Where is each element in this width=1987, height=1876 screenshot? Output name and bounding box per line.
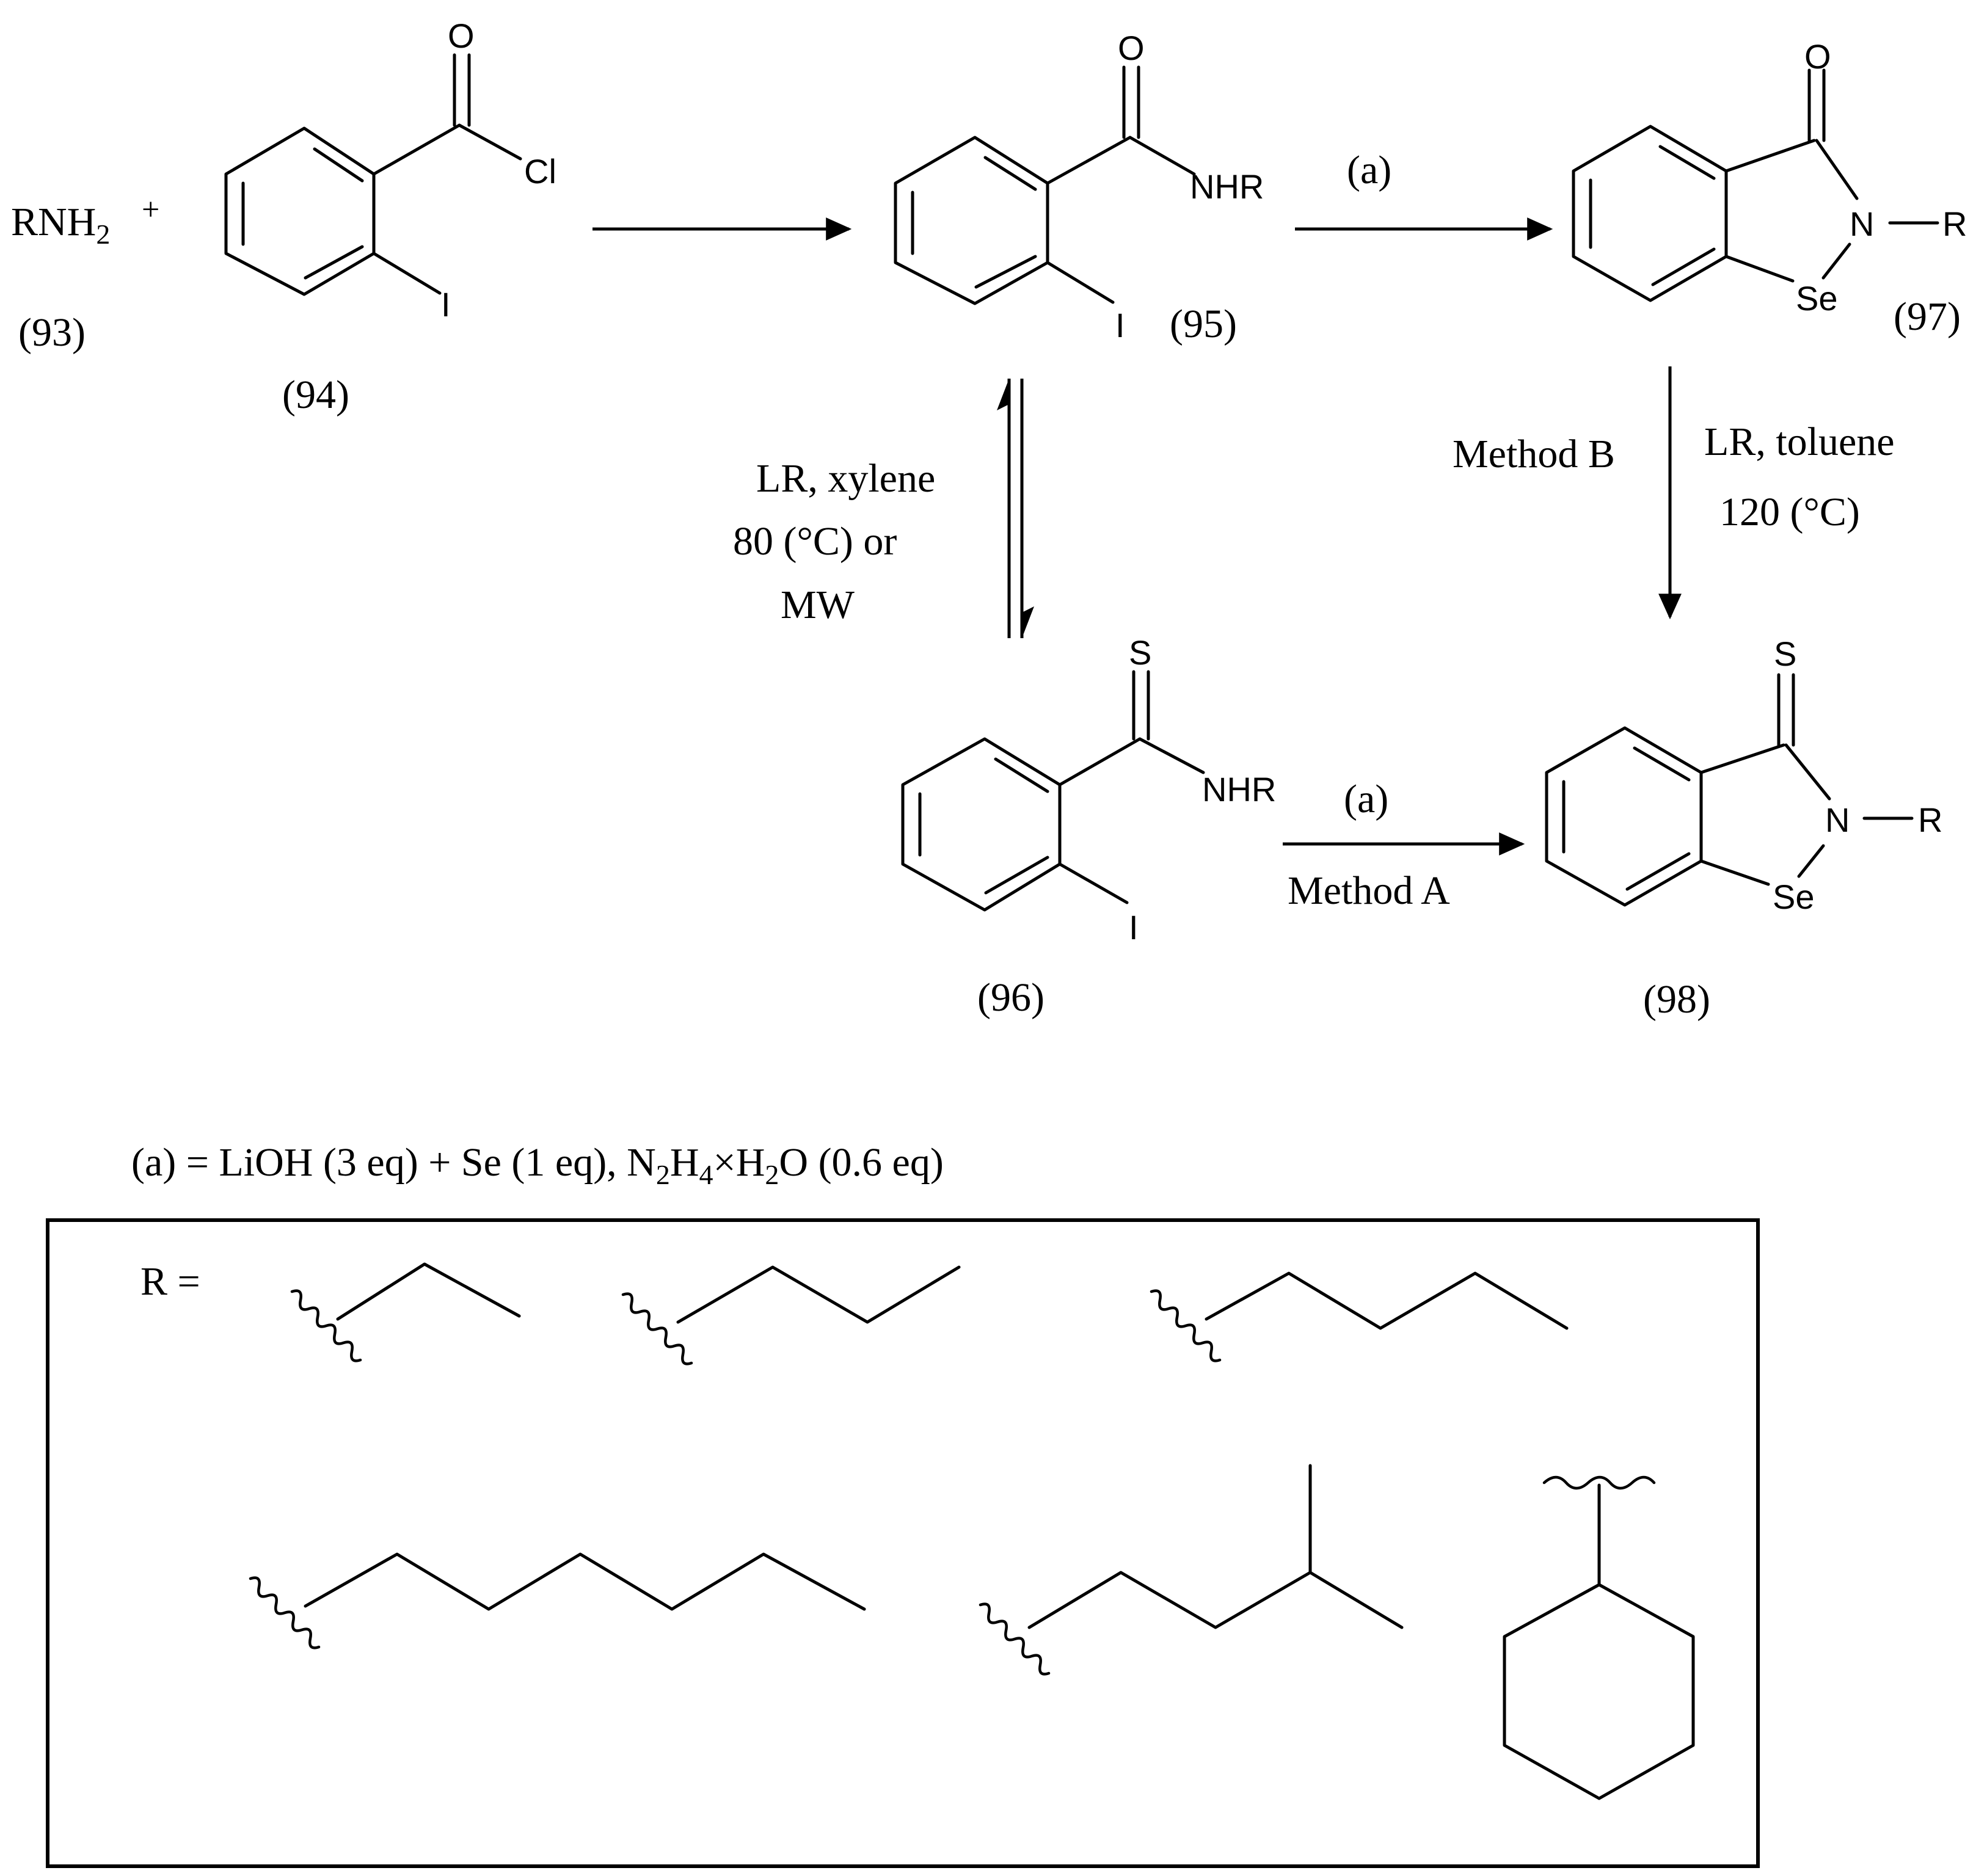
amine-subscript: 2 bbox=[96, 219, 110, 250]
atom-o: O bbox=[1118, 29, 1145, 67]
amine-reactant: RNH2 + (93) bbox=[11, 192, 159, 355]
compound-label-94: (94) bbox=[282, 373, 349, 417]
atom-se: Se bbox=[1796, 279, 1838, 318]
atom-o: O bbox=[448, 16, 475, 55]
r-group-label: R = bbox=[140, 1259, 200, 1304]
compound-96: S NHR I (96) bbox=[901, 633, 1276, 1020]
atom-s: S bbox=[1129, 633, 1151, 672]
r-group-cyclohexyl bbox=[1503, 1475, 1695, 1800]
compound-98: S N R Se (98) bbox=[1545, 634, 1942, 1022]
atom-o: O bbox=[1804, 37, 1831, 76]
atom-se: Se bbox=[1773, 878, 1815, 916]
amine-formula: RNH bbox=[11, 200, 96, 244]
condition-temp-80: 80 (°C) or bbox=[733, 519, 897, 564]
atom-cl: Cl bbox=[524, 152, 556, 191]
r-group-propyl bbox=[621, 1265, 961, 1365]
compound-label-96: (96) bbox=[977, 975, 1045, 1020]
atom-i: I bbox=[1129, 908, 1139, 947]
condition-temp-120: 120 (°C) bbox=[1719, 490, 1860, 534]
atom-r: R bbox=[1918, 801, 1942, 839]
condition-mw: MW bbox=[781, 583, 855, 627]
compound-label-93: (93) bbox=[18, 310, 86, 355]
svg-text:RNH2: RNH2 bbox=[11, 200, 110, 250]
condition-a-top: (a) bbox=[1347, 148, 1391, 192]
reagent-legend: (a) = LiOH (3 eq) + Se (1 eq), N2H4×H2O … bbox=[131, 1140, 944, 1190]
atom-nhr: NHR bbox=[1190, 167, 1264, 206]
plus-sign: + bbox=[142, 192, 159, 227]
condition-a-bottom: (a) bbox=[1344, 777, 1388, 821]
atom-i: I bbox=[1115, 306, 1125, 344]
atom-nhr: NHR bbox=[1202, 770, 1276, 809]
compound-label-97: (97) bbox=[1894, 294, 1961, 339]
r-group-box bbox=[46, 1218, 1760, 1868]
condition-lr-xylene: LR, xylene bbox=[756, 456, 935, 501]
r-group-ethyl bbox=[290, 1262, 521, 1362]
r-group-isopentyl bbox=[979, 1464, 1404, 1676]
atom-i: I bbox=[441, 285, 451, 324]
condition-lr-toluene: LR, toluene bbox=[1704, 420, 1895, 464]
condition-method-b: Method B bbox=[1453, 432, 1615, 476]
atom-r: R bbox=[1942, 205, 1967, 243]
compound-label-98: (98) bbox=[1643, 977, 1710, 1022]
r-group-butyl bbox=[1150, 1271, 1569, 1362]
equilibrium-arrows bbox=[997, 379, 1034, 638]
atom-n: N bbox=[1850, 205, 1874, 243]
compound-97: O N R Se (97) bbox=[1572, 37, 1967, 339]
atom-n: N bbox=[1825, 801, 1850, 839]
atom-s: S bbox=[1774, 634, 1796, 673]
compound-95: O NHR I (95) bbox=[894, 29, 1264, 346]
compound-94: O Cl I (94) bbox=[224, 16, 556, 417]
condition-method-a: Method A bbox=[1288, 868, 1450, 913]
r-group-hexyl bbox=[249, 1552, 866, 1649]
compound-label-95: (95) bbox=[1170, 302, 1237, 346]
